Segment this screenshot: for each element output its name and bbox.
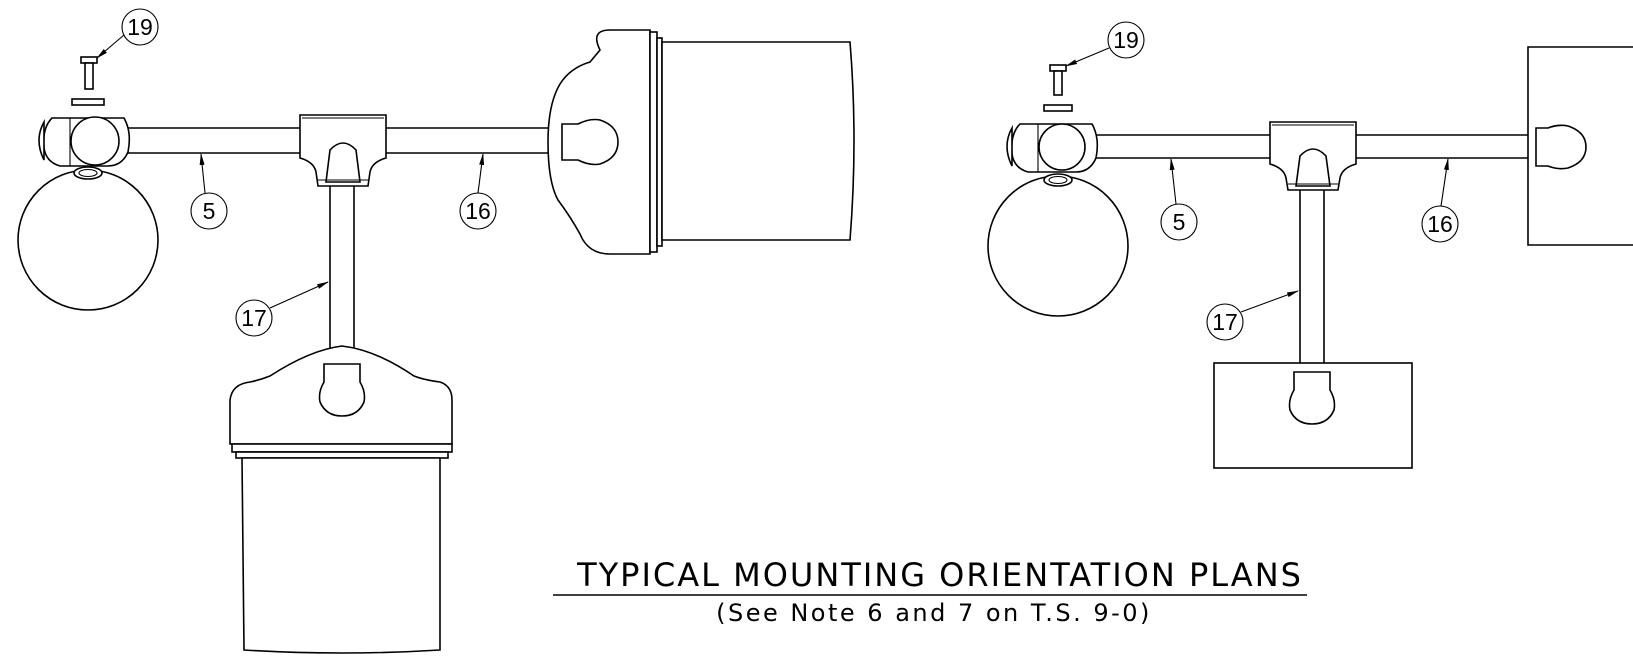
drawing-title: TYPICAL MOUNTING ORIENTATION PLANS — [576, 556, 1303, 594]
right-callout-16: 16 — [1421, 158, 1459, 243]
callout-label: 5 — [203, 198, 216, 224]
left-callout-19: 19 — [96, 8, 159, 59]
right-horizontal-arm — [1090, 134, 1536, 159]
right-side-fixture-box — [1527, 46, 1633, 246]
drawing-title-block: TYPICAL MOUNTING ORIENTATION PLANS (See … — [553, 556, 1307, 627]
callout-label: 19 — [1113, 27, 1139, 53]
callout-label: 19 — [127, 14, 153, 40]
left-side-luminaire — [547, 29, 855, 255]
callout-label: 17 — [1212, 309, 1238, 335]
left-tee-fitting — [299, 114, 387, 187]
left-globe-fixture — [17, 56, 159, 311]
right-callout-5: 5 — [1160, 158, 1198, 241]
right-tee-fitting — [1269, 121, 1357, 191]
bottom-fixture-box — [1213, 362, 1413, 469]
callout-label: 5 — [1173, 209, 1186, 235]
right-globe-fixture — [987, 64, 1129, 317]
callout-label: 16 — [465, 198, 491, 224]
left-callout-5: 5 — [190, 153, 228, 230]
left-plan: 19 5 16 17 — [17, 8, 855, 654]
left-callout-17: 17 — [235, 281, 329, 337]
left-vertical-arm — [329, 186, 355, 366]
callout-label: 17 — [241, 305, 267, 331]
right-callout-19: 19 — [1065, 21, 1145, 67]
right-plan: 19 5 16 17 — [987, 21, 1633, 469]
left-callout-16: 16 — [459, 153, 497, 230]
drawing-subtitle: (See Note 6 and 7 on T.S. 9-0) — [716, 599, 1152, 627]
callout-label: 16 — [1427, 211, 1453, 237]
bottom-side-luminaire — [229, 345, 453, 654]
right-vertical-arm — [1299, 190, 1325, 372]
left-horizontal-arm — [128, 127, 562, 154]
right-callout-17: 17 — [1206, 290, 1299, 341]
